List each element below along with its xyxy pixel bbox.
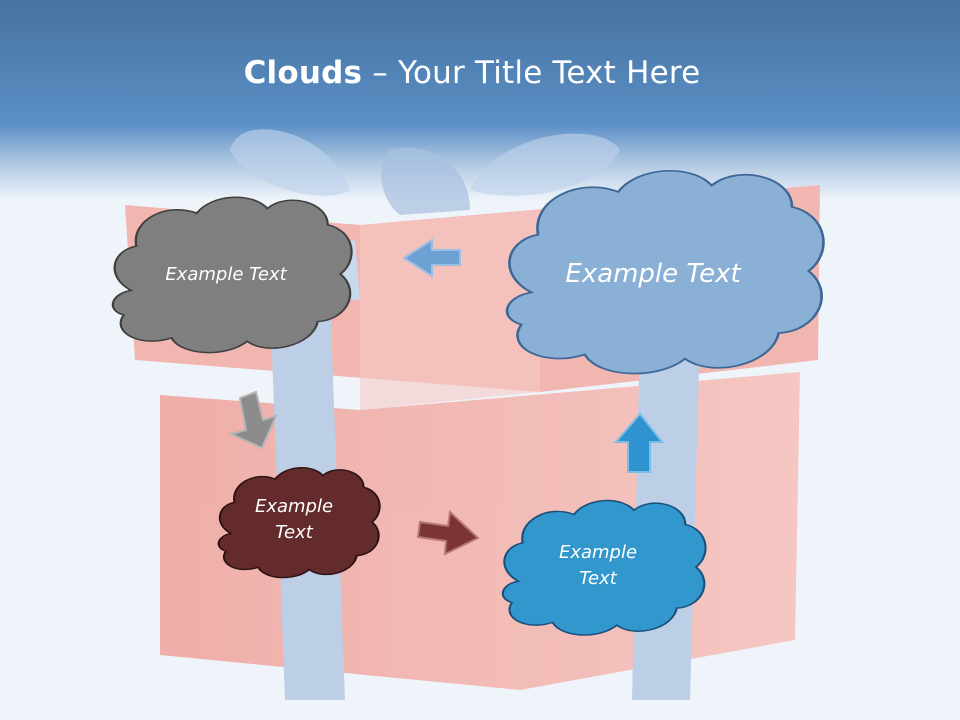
arrow-up-blue-icon bbox=[613, 412, 665, 473]
title-text: Your Title Text Here bbox=[398, 55, 701, 91]
slide-title: Clouds – Your Title Text Here bbox=[0, 55, 944, 91]
arrow-left-icon bbox=[402, 238, 461, 278]
title-bold: Clouds bbox=[243, 55, 363, 91]
title-separator: – bbox=[362, 55, 398, 91]
cloud-teal-text: Example Text bbox=[558, 541, 638, 589]
header-band bbox=[0, 0, 960, 200]
arrow-right-maroon-icon bbox=[416, 509, 480, 556]
cloud-blue-large-text: Example Text bbox=[565, 259, 741, 290]
cloud-maroon-text: Example Text bbox=[254, 495, 334, 543]
arrow-down-gray-icon bbox=[228, 390, 278, 450]
cloud-gray-text: Example Text bbox=[165, 263, 287, 285]
